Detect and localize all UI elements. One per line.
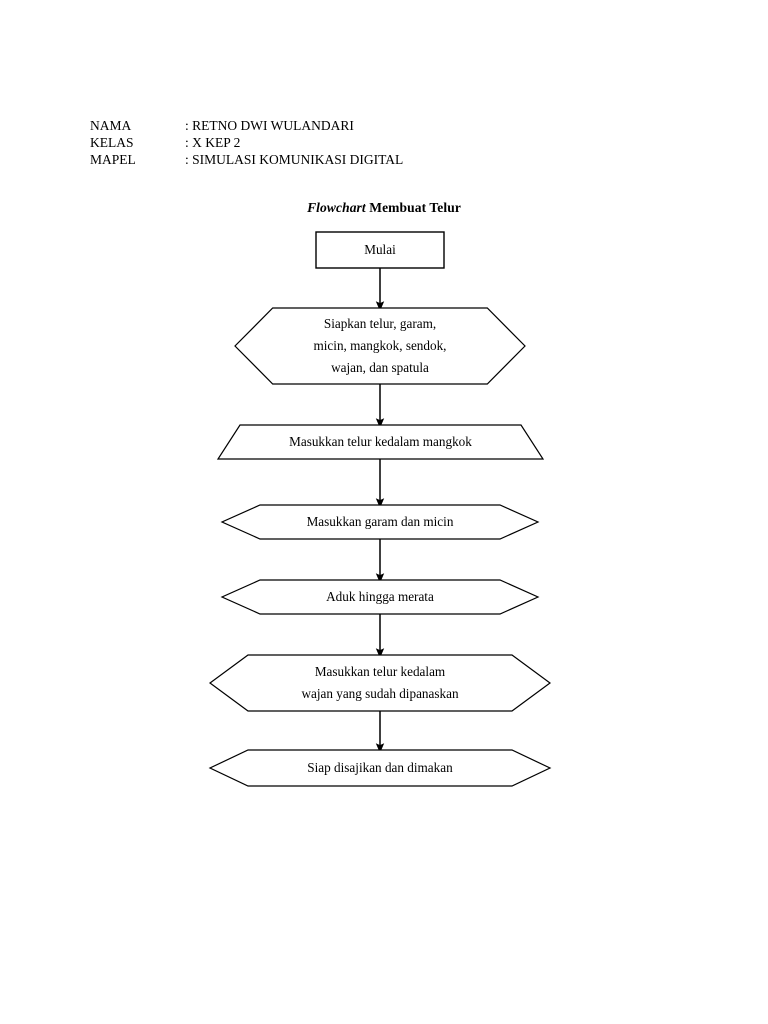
flow-node-n7[interactable] — [208, 749, 552, 787]
info-label-mapel: MAPEL — [90, 152, 136, 167]
flow-node-n5[interactable] — [220, 579, 540, 615]
flow-node-n2[interactable] — [234, 307, 526, 385]
flowchart-title-rest: Membuat Telur — [365, 200, 461, 215]
flow-node-n3[interactable] — [216, 424, 545, 460]
flow-node-n1[interactable] — [315, 231, 445, 269]
info-value-nama: : RETNO DWI WULANDARI — [185, 118, 354, 133]
info-label-kelas: KELAS — [90, 135, 134, 150]
info-label-nama: NAMA — [90, 118, 132, 133]
flowchart-title: Flowchart Membuat Telur — [0, 200, 768, 216]
info-row-kelas: KELAS : X KEP 2 — [90, 134, 403, 151]
flow-node-n4[interactable] — [220, 504, 540, 540]
flowchart-title-keyword: Flowchart — [307, 200, 366, 215]
flow-node-n6[interactable] — [208, 654, 552, 712]
student-info-block: NAMA : RETNO DWI WULANDARI KELAS : X KEP 2… — [90, 117, 403, 168]
info-row-nama: NAMA : RETNO DWI WULANDARI — [90, 117, 403, 134]
info-value-kelas: : X KEP 2 — [185, 135, 241, 150]
info-row-mapel: MAPEL : SIMULASI KOMUNIKASI DIGITAL — [90, 151, 403, 168]
info-value-mapel: : SIMULASI KOMUNIKASI DIGITAL — [185, 152, 404, 167]
node-layer — [208, 231, 552, 787]
